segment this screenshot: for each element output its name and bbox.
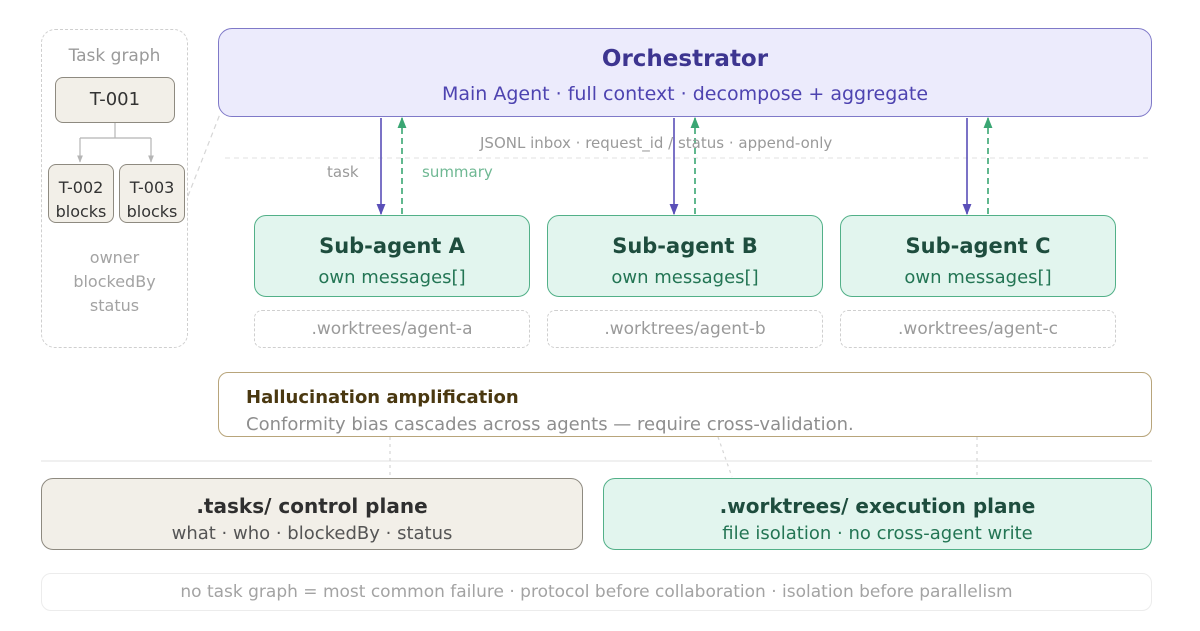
warning-text: Conformity bias cascades across agents —…	[246, 414, 854, 435]
subagent-c-box: Sub-agent C own messages[]	[840, 215, 1116, 297]
execution-plane-title: .worktrees/ execution plane	[719, 494, 1036, 518]
orchestrator-box: Orchestrator Main Agent · full context ·…	[218, 28, 1152, 117]
task-node-t003: T-003 blocks	[119, 164, 185, 223]
task-graph-panel	[41, 29, 188, 348]
inbox-label: JSONL inbox · request_id / status · appe…	[480, 134, 833, 152]
subagent-subtitle: own messages[]	[318, 267, 466, 288]
task-node-note: blocks	[55, 202, 107, 221]
task-node-t002: T-002 blocks	[48, 164, 114, 223]
taskgraph-link	[187, 113, 221, 197]
orchestrator-subtitle: Main Agent · full context · decompose + …	[441, 83, 929, 105]
summary-arrow-label: summary	[422, 163, 493, 181]
execution-plane-box: .worktrees/ execution plane file isolati…	[603, 478, 1152, 550]
subagent-subtitle: own messages[]	[904, 267, 1052, 288]
subagent-subtitle: own messages[]	[611, 267, 759, 288]
plane-links	[389, 436, 978, 478]
field-status: status	[89, 296, 140, 315]
footer-principles: no task graph = most common failure · pr…	[41, 573, 1152, 611]
subagent-title: Sub-agent A	[319, 234, 465, 258]
field-blockedby: blockedBy	[73, 272, 156, 291]
control-plane-subtitle: what · who · blockedBy · status	[171, 523, 453, 544]
field-owner: owner	[89, 248, 140, 267]
task-arrow-label: task	[327, 163, 359, 181]
subagent-a-box: Sub-agent A own messages[]	[254, 215, 530, 297]
task-node-note: blocks	[126, 202, 178, 221]
subagent-title: Sub-agent C	[905, 234, 1051, 258]
warning-title: Hallucination amplification	[246, 387, 519, 408]
subagent-b-box: Sub-agent B own messages[]	[547, 215, 823, 297]
subagent-title: Sub-agent B	[612, 234, 758, 258]
task-graph-title: Task graph	[68, 46, 161, 66]
orchestrator-title: Orchestrator	[601, 46, 769, 72]
control-plane-title: .tasks/ control plane	[196, 494, 428, 518]
worktree-c: .worktrees/agent-c	[840, 310, 1116, 348]
control-plane-box: .tasks/ control plane what · who · block…	[41, 478, 583, 550]
task-node-t001: T-001	[55, 77, 175, 123]
worktree-b: .worktrees/agent-b	[547, 310, 823, 348]
task-node-id: T-003	[129, 178, 175, 197]
worktree-a: .worktrees/agent-a	[254, 310, 530, 348]
task-node-id: T-002	[58, 178, 104, 197]
execution-plane-subtitle: file isolation · no cross-agent write	[722, 523, 1033, 544]
hallucination-warning: Hallucination amplification Conformity b…	[218, 372, 1152, 437]
task-graph-fields: owner blockedBy status	[41, 246, 188, 318]
